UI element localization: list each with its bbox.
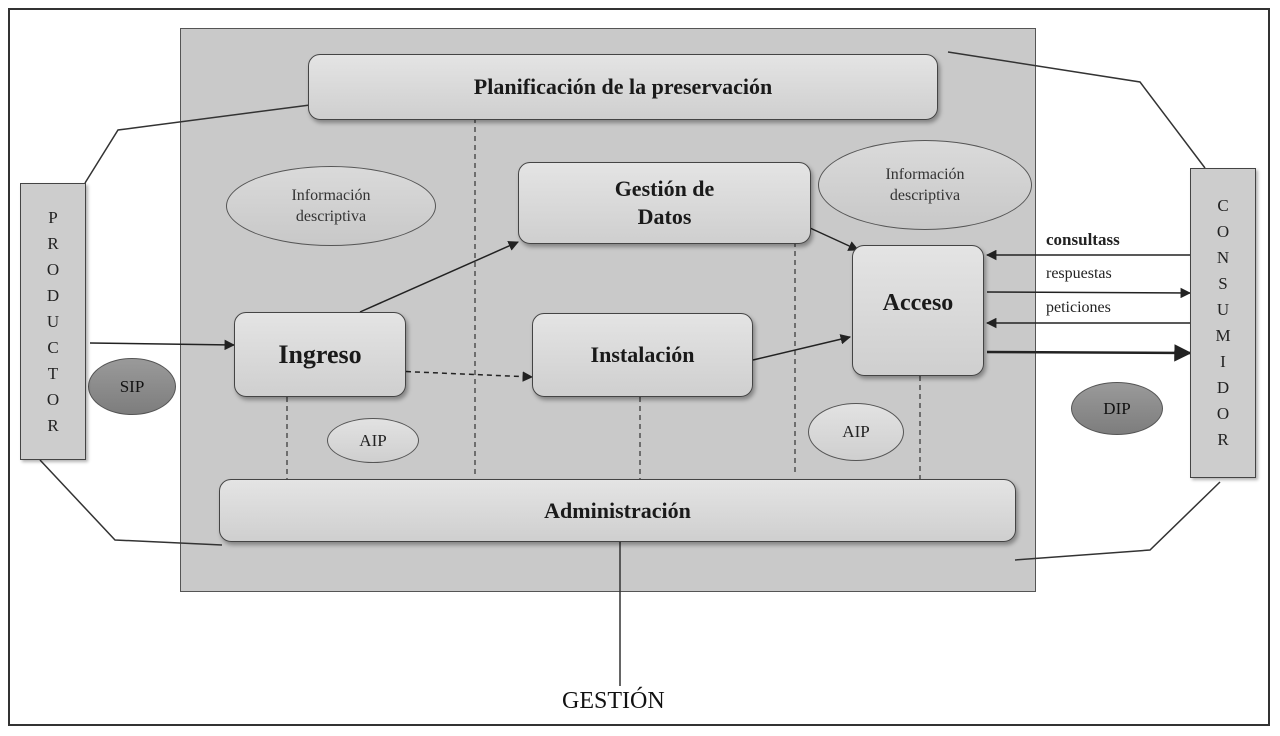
instalacion-box: Instalación — [532, 313, 753, 397]
info-right-line-2: descriptiva — [889, 187, 961, 204]
productor-letter: C — [47, 337, 59, 357]
productor-letter: O — [46, 259, 60, 279]
productor-letter: T — [47, 363, 59, 383]
administracion-label: Administración — [544, 497, 691, 523]
productor-letter: U — [46, 311, 60, 331]
consumidor-letter: R — [1217, 430, 1229, 449]
productor-letter: O — [46, 389, 60, 409]
info-left-line-1: Información — [291, 187, 371, 204]
administracion-box: Administración — [219, 479, 1016, 542]
ingreso-label: Ingreso — [278, 339, 362, 369]
info-right-line-1: Información — [885, 166, 965, 183]
aip-left-ellipse: AIP — [327, 418, 419, 463]
info-descriptiva-right-ellipse: Información descriptiva — [818, 140, 1032, 230]
gestion-label: GESTIÓN — [562, 688, 665, 714]
productor-box: P R O D U C T O R — [20, 183, 86, 460]
dip-ellipse: DIP — [1071, 382, 1163, 435]
aip-left-label: AIP — [359, 430, 387, 450]
consumidor-letter: N — [1216, 248, 1230, 267]
acceso-label: Acceso — [882, 290, 954, 316]
productor-letter: P — [48, 207, 58, 227]
planificacion-label: Planificación de la preservación — [473, 74, 773, 99]
consumidor-letter: C — [1217, 196, 1229, 215]
productor-letter: R — [47, 233, 59, 253]
bracket-lines — [39, 51, 1221, 561]
gestion-datos-box: Gestión de Datos — [518, 162, 811, 244]
ingreso-box: Ingreso — [234, 312, 406, 397]
consumidor-letter: M — [1215, 326, 1231, 345]
consultas-label: consultass — [1046, 230, 1120, 249]
acceso-box: Acceso — [852, 245, 984, 376]
consumidor-letter: O — [1216, 222, 1230, 241]
consumidor-letter: O — [1216, 404, 1230, 423]
planificacion-box: Planificación de la preservación — [308, 54, 938, 120]
consumidor-letter: U — [1216, 300, 1230, 319]
gestion-datos-label-2: Datos — [637, 204, 692, 229]
productor-letter: R — [47, 415, 59, 435]
respuestas-label: respuestas — [1046, 265, 1112, 282]
dip-label: DIP — [1103, 398, 1131, 418]
consumidor-box: C O N S U M I D O R — [1190, 168, 1256, 478]
info-descriptiva-left-ellipse: Información descriptiva — [226, 166, 436, 246]
consumidor-letter: D — [1216, 378, 1230, 397]
gestion-datos-label-1: Gestión de — [614, 176, 715, 201]
aip-right-ellipse: AIP — [808, 403, 904, 461]
sip-ellipse: SIP — [88, 358, 176, 415]
instalacion-label: Instalación — [590, 342, 695, 367]
aip-right-label: AIP — [842, 422, 870, 441]
consumidor-letter: S — [1218, 274, 1228, 293]
productor-letter: D — [46, 285, 60, 305]
diagram-frame — [8, 8, 1270, 726]
peticiones-label: peticiones — [1046, 299, 1111, 316]
sip-label: SIP — [119, 376, 145, 396]
dashed-separators — [286, 118, 921, 480]
consumidor-letter: I — [1220, 352, 1226, 371]
info-left-line-2: descriptiva — [295, 208, 367, 225]
